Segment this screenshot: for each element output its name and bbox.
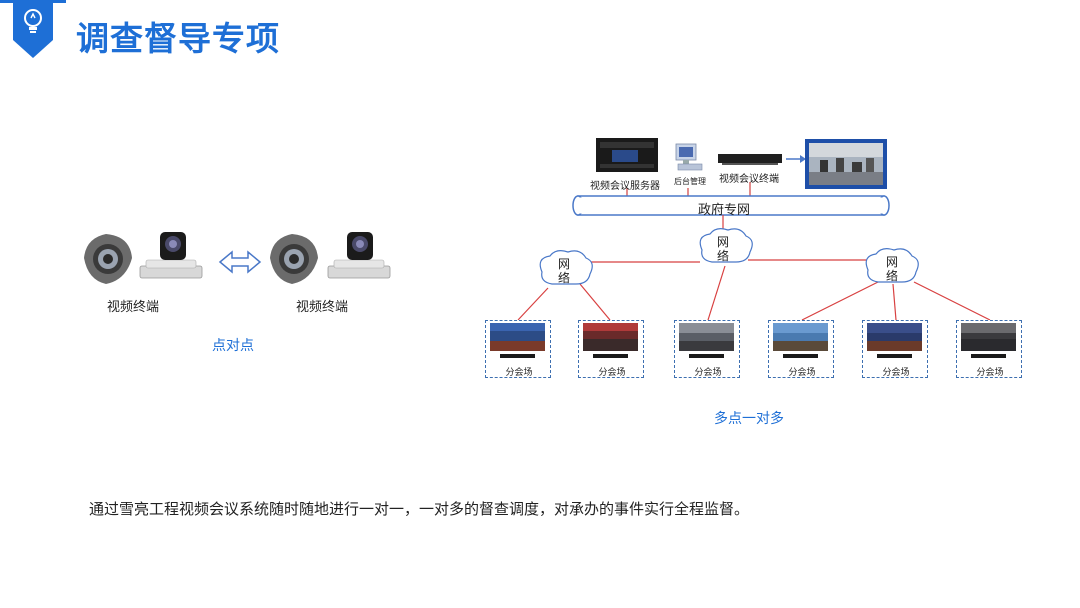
network-cloud xyxy=(865,248,919,283)
venue-box: 分会场 xyxy=(674,320,740,378)
multipoint-caption: 多点一对多 xyxy=(714,411,784,427)
network-cloud xyxy=(699,228,753,263)
network-links xyxy=(517,215,991,321)
terminal-device-label: 视频会议终端 xyxy=(719,174,779,185)
venue-photo xyxy=(583,323,638,358)
venue-photo xyxy=(679,323,734,358)
display-screen-icon xyxy=(805,139,887,189)
venue-label: 分会场 xyxy=(694,368,722,378)
ptz-camera-icon xyxy=(327,232,391,279)
venue-label: 分会场 xyxy=(505,368,533,378)
speakerphone-icon xyxy=(84,234,132,284)
description-text: 通过雪亮工程视频会议系统随时随地进行一对一，一对多的督查调度，对承办的事件实行全… xyxy=(89,500,750,518)
cloud-text: 网 络 xyxy=(716,235,729,263)
network-pipe xyxy=(572,195,890,216)
admin-label: 后台管理 xyxy=(674,177,706,186)
venue-box: 分会场 xyxy=(578,320,644,378)
video-terminal-device-icon xyxy=(718,154,782,165)
venue-box: 分会场 xyxy=(862,320,928,378)
venue-box: 分会场 xyxy=(956,320,1022,378)
venue-label: 分会场 xyxy=(598,368,626,378)
terminal-label-left: 视频终端 xyxy=(107,300,160,315)
network-label: 政府专网 xyxy=(698,203,751,218)
venue-photo xyxy=(867,323,922,358)
terminal-label-right: 视频终端 xyxy=(296,300,349,315)
ptz-camera-icon xyxy=(139,232,203,279)
lightbulb-icon xyxy=(13,0,53,58)
server-label: 视频会议服务器 xyxy=(590,181,660,192)
venue-label: 分会场 xyxy=(788,368,816,378)
page-title: 调查督导专项 xyxy=(76,19,280,58)
point-to-point-caption: 点对点 xyxy=(212,338,254,354)
venue-photo xyxy=(490,323,545,358)
venue-label: 分会场 xyxy=(882,368,910,378)
venue-label: 分会场 xyxy=(976,368,1004,378)
network-cloud xyxy=(539,250,593,285)
cloud-text: 网 络 xyxy=(885,255,898,283)
venue-box: 分会场 xyxy=(485,320,551,378)
venue-box: 分会场 xyxy=(768,320,834,378)
admin-computer-icon xyxy=(675,143,703,171)
double-arrow-icon xyxy=(218,250,262,274)
venue-photo xyxy=(961,323,1016,358)
cloud-text: 网 络 xyxy=(557,257,570,285)
venue-photo xyxy=(773,323,828,358)
speakerphone-icon xyxy=(270,234,318,284)
video-conference-server-icon xyxy=(596,138,658,172)
